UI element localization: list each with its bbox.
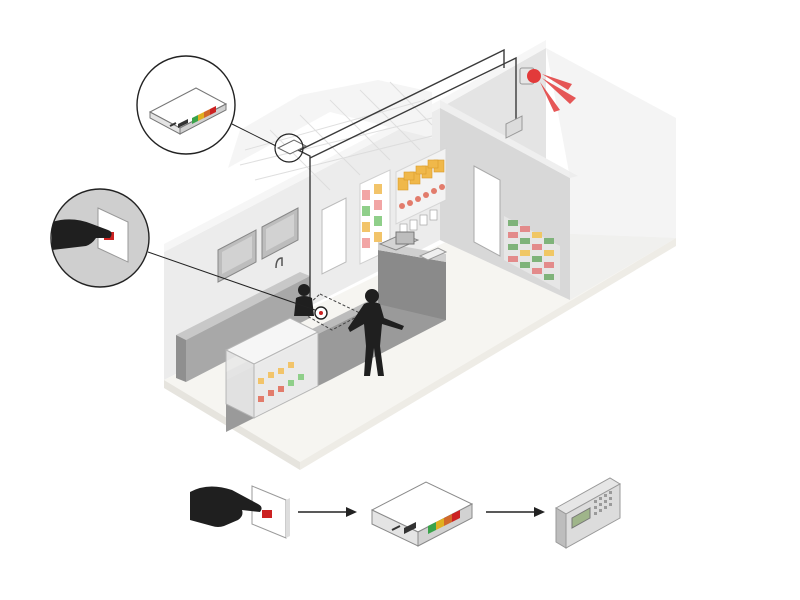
storeroom-shelf bbox=[504, 216, 560, 290]
callout-io-module bbox=[136, 55, 236, 155]
workflow-step-panic-button bbox=[190, 485, 290, 539]
callout-panic-button bbox=[50, 188, 150, 288]
wall-alarm-panel bbox=[505, 115, 523, 139]
io-module-icon bbox=[148, 87, 228, 135]
windows bbox=[217, 207, 299, 283]
hand-icon bbox=[190, 486, 262, 527]
intruder-figure bbox=[348, 289, 404, 376]
hand-icon bbox=[52, 219, 112, 250]
arrow-right-icon bbox=[298, 507, 357, 517]
workflow-step-io-module bbox=[370, 481, 474, 547]
callout-lines bbox=[147, 123, 316, 311]
wall-shelf-goods bbox=[359, 147, 447, 265]
panic-button-location bbox=[299, 293, 364, 331]
workflow-step-alarm-panel bbox=[555, 477, 621, 549]
arrow-right-icon bbox=[486, 507, 545, 517]
door-storeroom bbox=[473, 165, 501, 257]
door-back bbox=[321, 197, 347, 275]
io-module-icon bbox=[370, 481, 474, 547]
alarm-panel-icon bbox=[555, 477, 621, 549]
back-counter bbox=[176, 257, 310, 382]
ceiling-grid bbox=[228, 80, 433, 191]
panic-button-icon bbox=[262, 510, 272, 518]
siren-icon bbox=[519, 67, 576, 112]
ceiling-io-module bbox=[274, 133, 308, 163]
display-case bbox=[224, 317, 320, 419]
